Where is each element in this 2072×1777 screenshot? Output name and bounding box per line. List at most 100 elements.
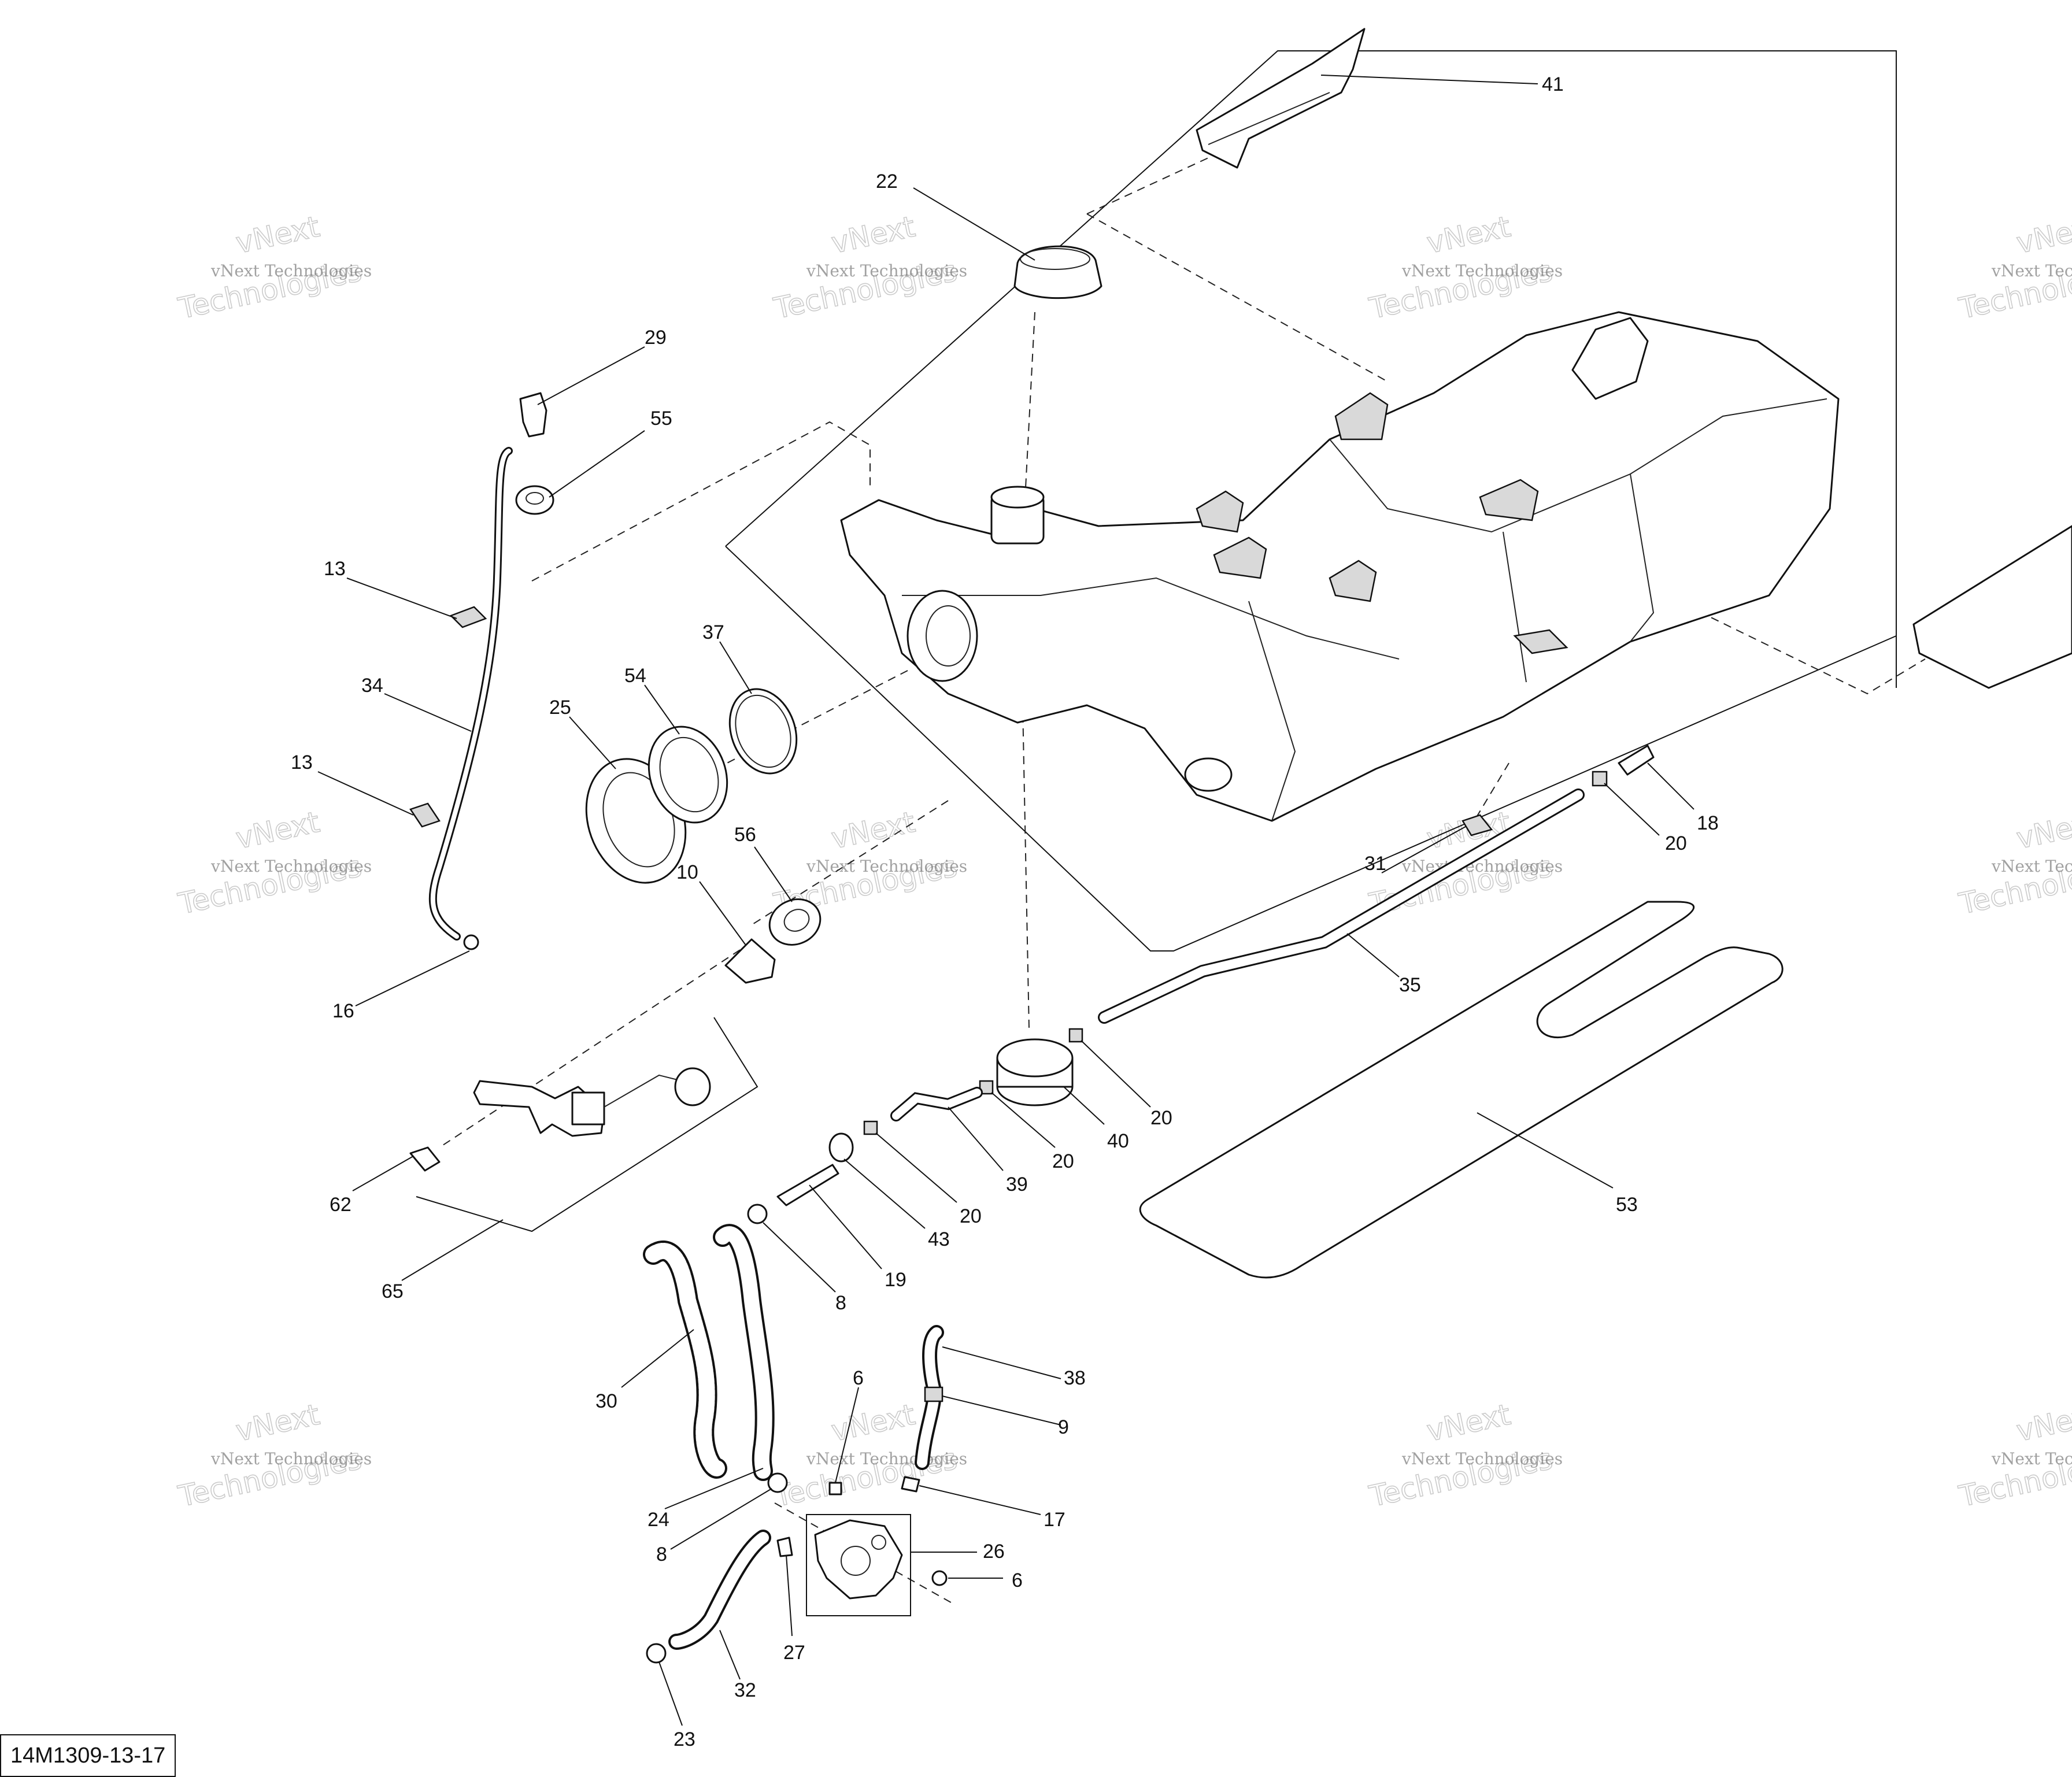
leader-23	[658, 1661, 683, 1726]
callout-20b: 20	[1150, 1107, 1172, 1129]
hose-32-inner	[671, 1532, 769, 1648]
watermark-line1: vNext	[1424, 210, 1514, 260]
watermark-line2: vNext Technologies	[210, 1449, 372, 1468]
leader-31	[1381, 826, 1466, 873]
callout-27: 27	[783, 1642, 805, 1664]
leader-16	[355, 950, 470, 1006]
clip-13b	[409, 802, 441, 828]
fuel-tank-crease-2	[1329, 398, 1827, 533]
tank-lower-port	[1184, 757, 1233, 792]
dashed-gasket	[751, 800, 949, 925]
heat-shield-pad-53	[1139, 901, 1784, 1279]
heat-shield-41-edge	[1208, 92, 1330, 145]
clamp-16	[463, 934, 479, 950]
callout-numbers: 41 22 29 55 13 34 13 16 25 54 37 10 56 6…	[291, 73, 1719, 1750]
leader-8a	[763, 1222, 836, 1293]
callout-20a: 20	[1665, 832, 1687, 854]
callout-29: 29	[645, 327, 667, 349]
callout-40: 40	[1107, 1130, 1129, 1152]
tank-assembly-bracket	[725, 50, 1897, 688]
corrugated-hose-30-inner	[645, 1243, 725, 1476]
callout-8a: 8	[835, 1292, 846, 1314]
watermark-line1: vNext	[2014, 210, 2072, 260]
callout-19: 19	[885, 1269, 906, 1291]
leader-13b	[317, 771, 414, 816]
tank-pump-opening-inner	[926, 605, 971, 667]
watermark-line2: vNext Technologies	[1401, 857, 1563, 876]
connector-62	[409, 1146, 441, 1172]
leader-24	[664, 1468, 764, 1509]
callout-30: 30	[595, 1390, 617, 1412]
tank-tab-1	[1334, 392, 1389, 440]
leader-6a	[835, 1387, 859, 1483]
fuel-cap-22-top	[1020, 248, 1090, 270]
leader-20d	[875, 1132, 957, 1203]
heat-shield-41	[1196, 28, 1366, 169]
tank-pump-opening	[906, 590, 978, 682]
callout-25: 25	[549, 697, 571, 719]
leader-40	[1063, 1086, 1105, 1125]
vent-hose-34-inner	[430, 449, 511, 939]
grommet-43	[828, 1132, 854, 1163]
callout-43: 43	[928, 1228, 950, 1250]
dashed-31	[1474, 762, 1509, 821]
callout-35: 35	[1399, 974, 1421, 996]
leader-20c	[991, 1092, 1056, 1148]
fuel-pressure-regulator-26	[814, 1519, 903, 1600]
elbow-hose-39-inner	[892, 1089, 981, 1120]
tank-grip	[1571, 317, 1649, 400]
fuel-filter-40-top	[996, 1038, 1074, 1078]
tank-tab-6	[1513, 629, 1568, 654]
leader-9	[942, 1395, 1061, 1426]
fuel-line-35-inner	[1100, 790, 1583, 1022]
callout-9: 9	[1058, 1416, 1069, 1438]
fuel-tank	[840, 311, 1840, 822]
callout-13b: 13	[291, 751, 313, 773]
callout-23: 23	[674, 1728, 695, 1750]
watermark-line1: vNext	[1424, 1398, 1514, 1448]
watermark-line2: vNext Technologies	[806, 857, 967, 876]
nut-ring-56-inner	[783, 909, 810, 932]
regulator-port	[841, 1546, 871, 1576]
fitting-31	[1462, 814, 1493, 836]
pump-frame	[806, 1514, 911, 1616]
callout-6b: 6	[1012, 1569, 1023, 1591]
gasket-10	[724, 938, 776, 984]
diagram-code: 14M1309-13-17	[10, 1743, 166, 1768]
tank-tab-5	[1479, 479, 1539, 521]
watermark-line1: vNext	[233, 805, 323, 856]
leader-29	[537, 346, 645, 405]
leader-27	[786, 1554, 793, 1637]
o-ring-37	[728, 688, 798, 775]
leader-65	[401, 1219, 504, 1281]
watermark-line2: vNext Technologies	[210, 857, 372, 876]
leader-32	[719, 1630, 741, 1680]
watermark-line1: vNext	[233, 1398, 323, 1448]
fuel-tank-crease-1	[902, 577, 1400, 660]
watermark-line1: vNext	[828, 210, 918, 260]
dashed-pump	[439, 942, 752, 1148]
leader-35	[1346, 933, 1400, 978]
callout-20c: 20	[1052, 1150, 1074, 1172]
nut-ring-56	[768, 898, 822, 946]
clip-20b	[1068, 1028, 1083, 1043]
callout-53: 53	[1616, 1194, 1638, 1216]
callout-34: 34	[361, 675, 383, 697]
grommet-55	[515, 485, 554, 515]
callout-54: 54	[624, 665, 646, 687]
dashed-pickup	[531, 421, 871, 582]
callout-26: 26	[983, 1541, 1005, 1563]
callout-6a: 6	[853, 1367, 864, 1389]
leader-34	[384, 693, 472, 732]
clip-20c	[979, 1080, 994, 1095]
callout-38: 38	[1064, 1367, 1086, 1389]
bolt-17	[901, 1476, 920, 1493]
callout-56: 56	[734, 824, 756, 846]
tank-tab-4	[1329, 560, 1377, 602]
fitting-19	[776, 1164, 839, 1206]
clamp-8b	[767, 1472, 788, 1493]
clamp-27	[776, 1537, 793, 1557]
regulator-port-2	[871, 1535, 886, 1550]
fuel-tank-crease-3	[1248, 601, 1296, 821]
